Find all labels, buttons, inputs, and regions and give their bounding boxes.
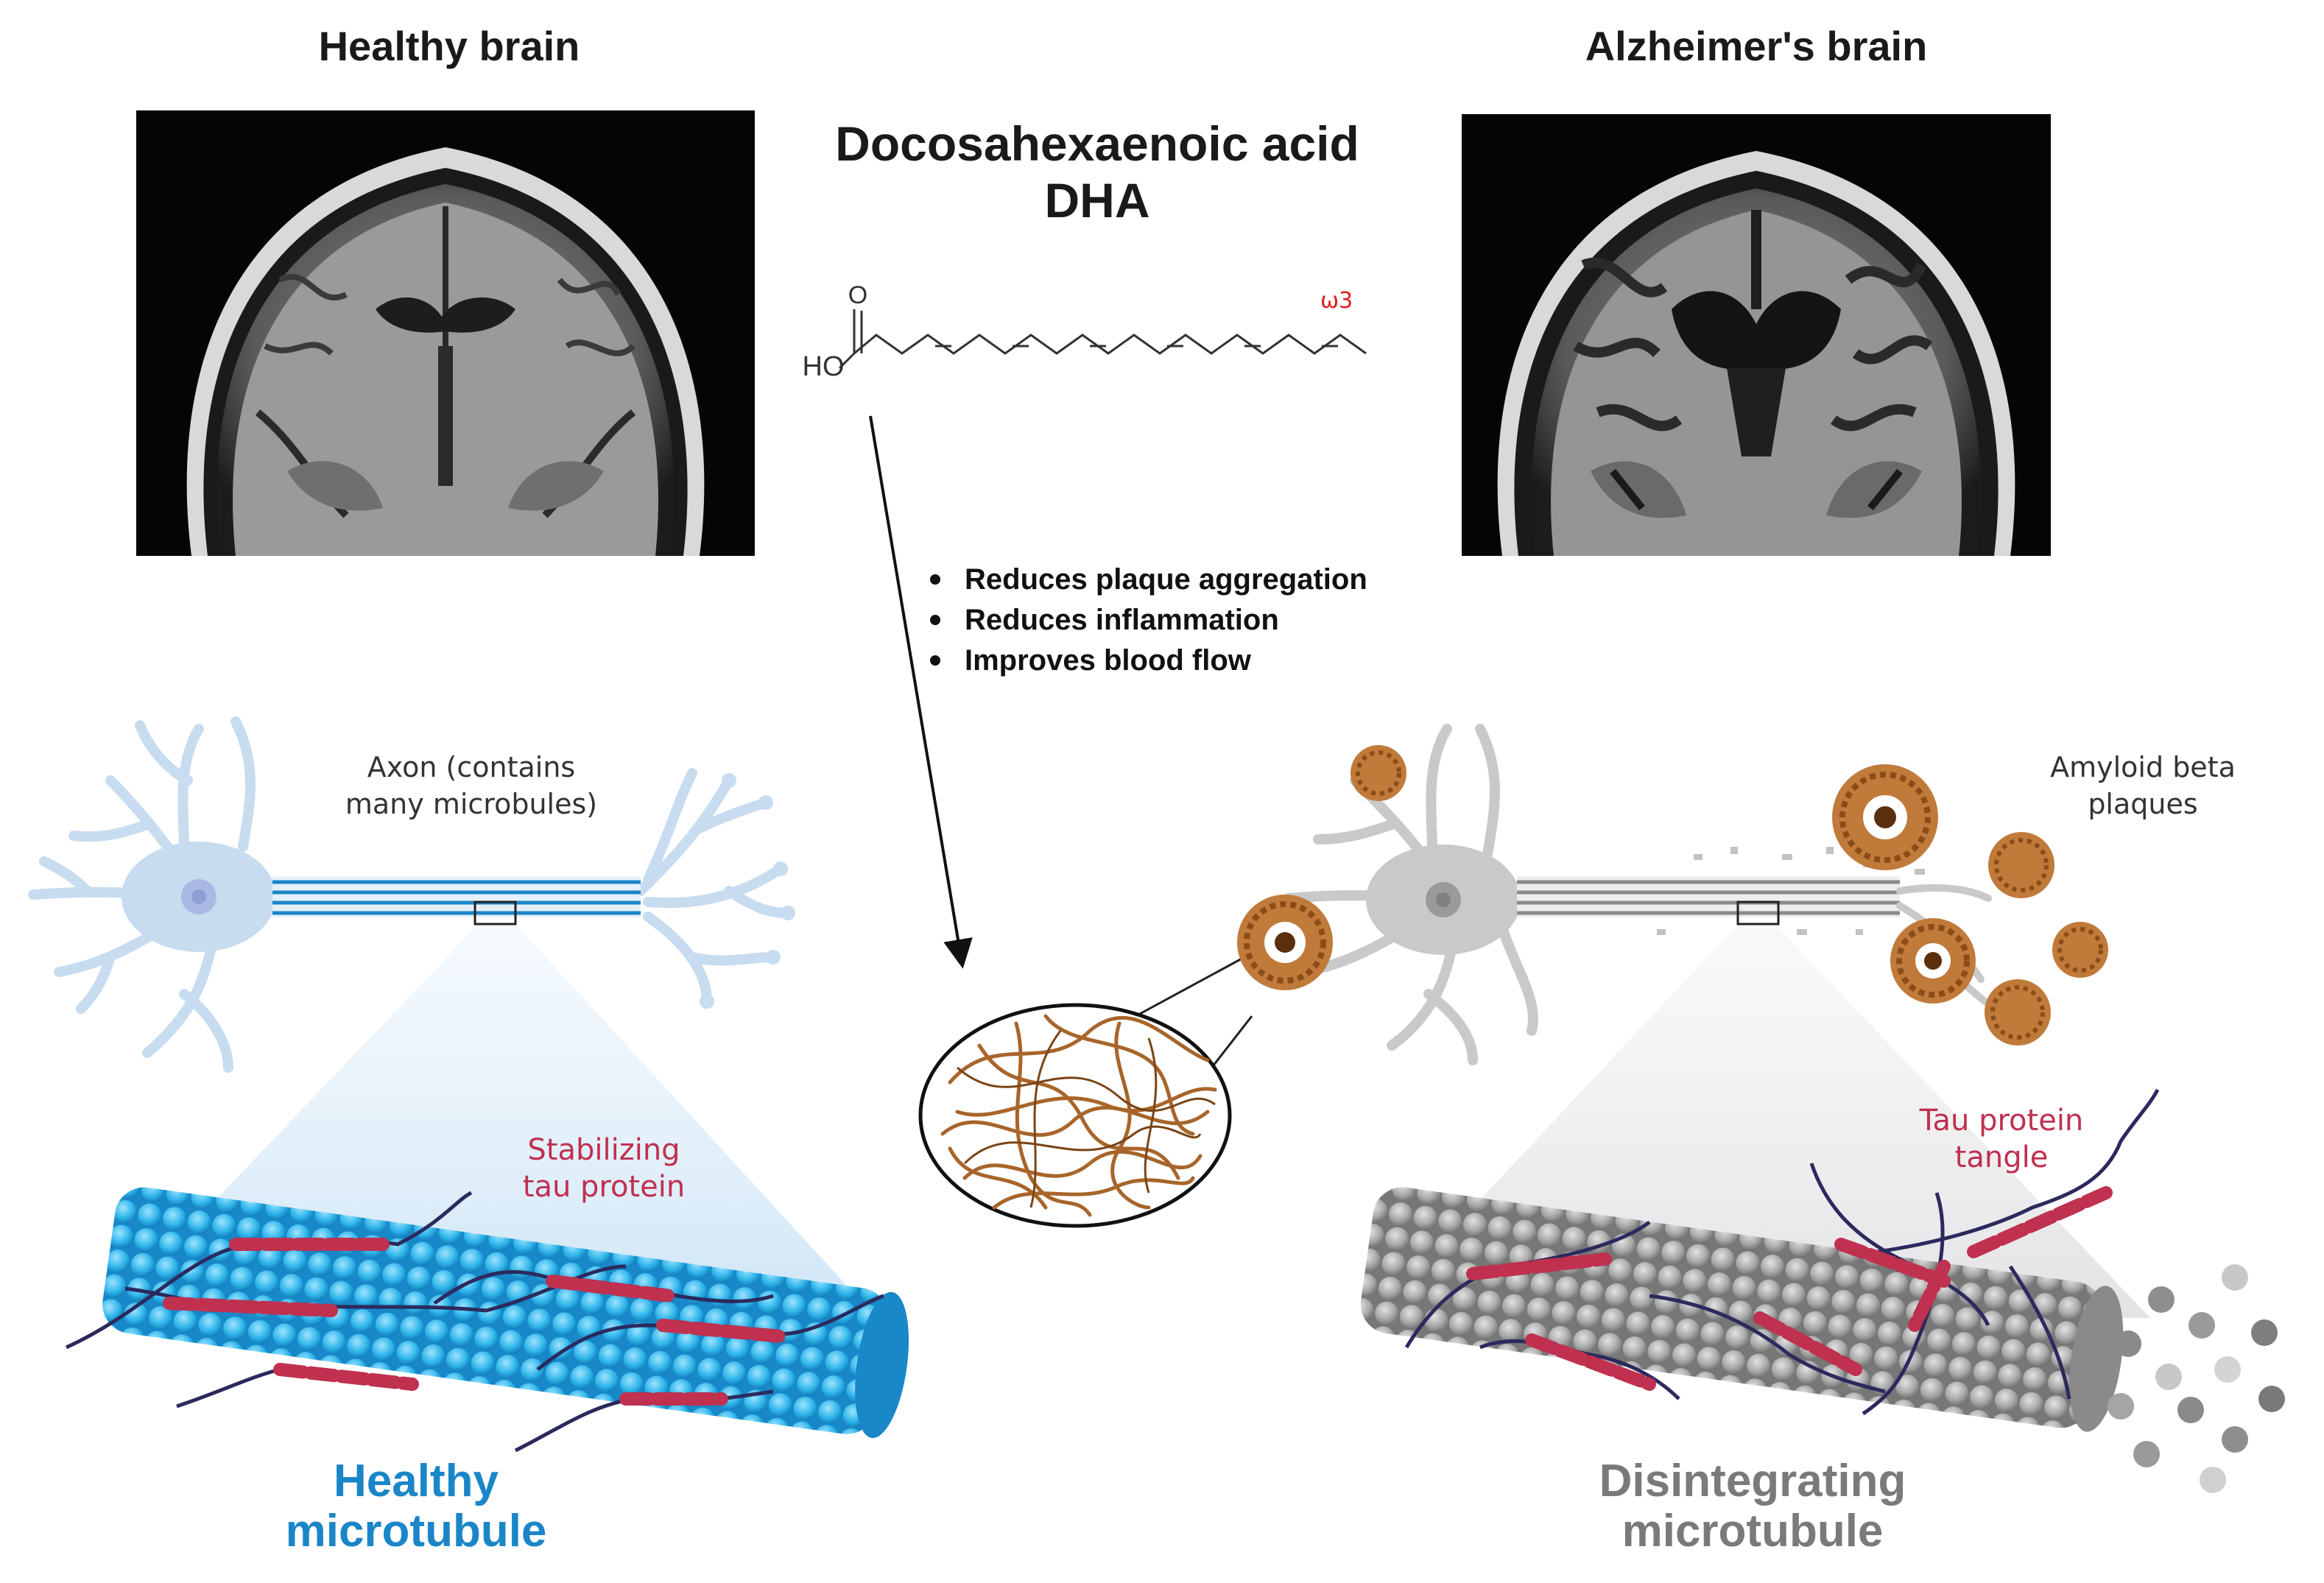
dha-structure: O HO ω3 <box>803 281 1367 382</box>
carbonyl-oxygen: O <box>848 281 867 309</box>
plaque-cored <box>1890 918 1976 1004</box>
plaque-cored <box>1832 764 1938 870</box>
plaque-zoom <box>918 956 1253 1228</box>
hydroxyl-group: HO <box>803 351 845 382</box>
plaque-cored <box>1237 895 1333 990</box>
axon-label: many microbules) <box>345 788 597 820</box>
healthy-tau-strands <box>65 1191 884 1453</box>
alzheimers-brain-title: Alzheimer's brain <box>1585 23 1928 69</box>
disintegrating-microtubule-caption: Disintegrating <box>1599 1456 1906 1506</box>
compound-abbreviation: DHA <box>1045 173 1150 228</box>
axon-label: Axon (contains <box>367 751 575 783</box>
healthy-brain-mri <box>136 110 755 556</box>
amyloid-fiber-mesh <box>940 1014 1217 1217</box>
plaque-small <box>1351 745 1406 801</box>
benefits-list: Reduces plaque aggregation Reduces infla… <box>930 563 1367 677</box>
amyloid-label: plaques <box>2088 788 2197 820</box>
plaque-small <box>1988 832 2054 898</box>
tau-tangle <box>1404 1088 2160 1416</box>
disintegrating-microtubule-caption: microtubule <box>1622 1506 1884 1556</box>
compound-name: Docosahexaenoic acid <box>835 116 1359 171</box>
benefit-item: Improves blood flow <box>965 644 1252 677</box>
alzheimers-brain-mri <box>1462 114 2051 556</box>
amyloid-plaques <box>1237 745 2108 1046</box>
stabilizing-tau-label: Stabilizing <box>527 1133 680 1167</box>
benefit-item: Reduces inflammation <box>965 604 1279 636</box>
healthy-microtubule-caption: microtubule <box>286 1506 547 1556</box>
plaque-small <box>2052 922 2108 978</box>
omega-3-marker: ω3 <box>1320 288 1353 314</box>
scattered-tubulin <box>2108 1264 2285 1493</box>
stabilizing-tau-label: tau protein <box>523 1170 685 1204</box>
tau-tangle-label: Tau protein <box>1919 1104 2084 1138</box>
benefit-item: Reduces plaque aggregation <box>965 563 1367 596</box>
healthy-microtubule-caption: Healthy <box>334 1456 499 1506</box>
plaque-small <box>1985 979 2051 1046</box>
amyloid-label: Amyloid beta <box>2050 751 2236 783</box>
tau-tangle-label: tangle <box>1955 1140 2049 1174</box>
healthy-brain-title: Healthy brain <box>319 23 580 69</box>
disintegrating-microtubule <box>1360 1187 2124 1432</box>
dha-action-arrow <box>869 415 973 969</box>
